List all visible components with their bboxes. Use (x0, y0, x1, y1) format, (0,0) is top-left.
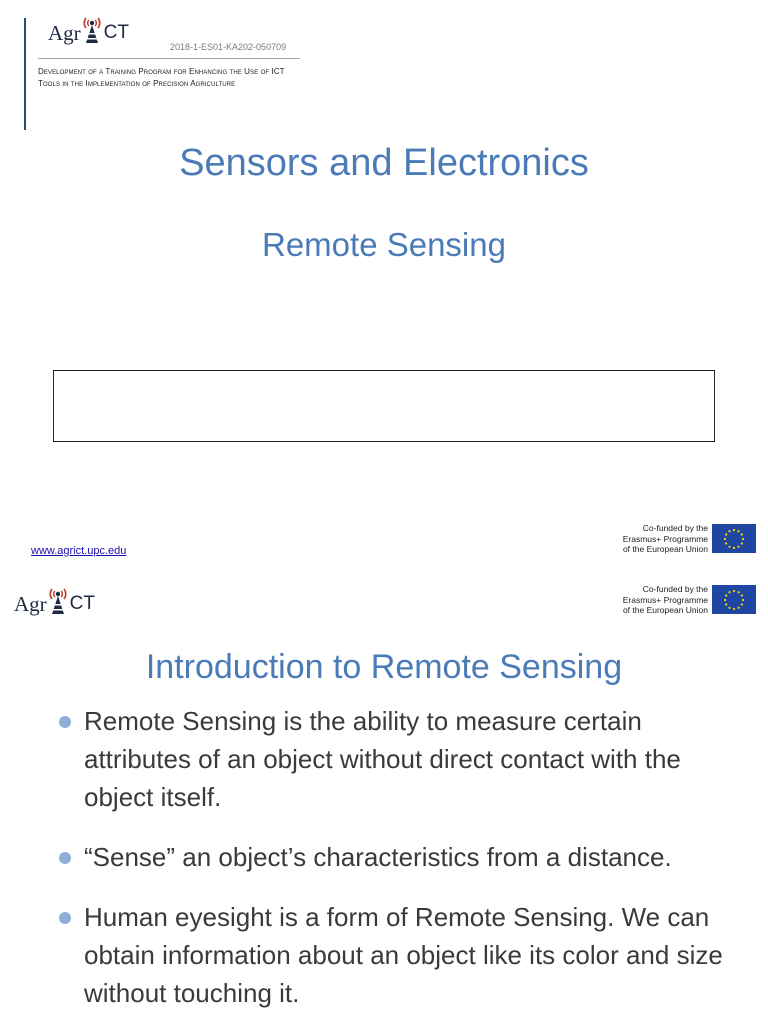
eu-cofunded-badge: Co-funded by the Erasmus+ Programme of t… (623, 584, 756, 616)
eu-flag-icon (712, 585, 756, 615)
project-code: 2018-1-ES01-KA202-050709 (170, 42, 287, 52)
bullet-dot-icon (59, 852, 71, 864)
logo-text-right: CT (103, 22, 129, 43)
logo-text-left: Agr (48, 21, 81, 45)
logo-text-left: Agr (14, 592, 47, 616)
header-divider (38, 58, 300, 59)
agrict-logo: Agr CT (48, 14, 129, 44)
list-item: “Sense” an object’s characteristics from… (58, 838, 738, 876)
header-accent-bar (24, 18, 26, 130)
antenna-tower-icon (49, 588, 67, 614)
empty-text-box (53, 370, 715, 442)
project-description: Development of a Training Program for En… (38, 67, 285, 88)
agrict-logo: Agr CT (14, 585, 95, 615)
eu-badge-text: Co-funded by the Erasmus+ Programme of t… (622, 584, 708, 615)
bullet-dot-icon (59, 716, 71, 728)
bullet-list: Remote Sensing is the ability to measure… (58, 702, 738, 1034)
logo-text-right: CT (69, 593, 95, 614)
eu-cofunded-badge: Co-funded by the Erasmus+ Programme of t… (623, 523, 756, 555)
slide-subtitle: Remote Sensing (262, 226, 506, 263)
slide-title: Sensors and Electronics (179, 142, 589, 184)
antenna-tower-icon (83, 17, 101, 43)
eu-flag-icon (712, 524, 756, 554)
list-item: Remote Sensing is the ability to measure… (58, 702, 738, 816)
list-item: Human eyesight is a form of Remote Sensi… (58, 898, 738, 1012)
bullet-dot-icon (59, 912, 71, 924)
eu-badge-text: Co-funded by the Erasmus+ Programme of t… (622, 523, 708, 554)
slide-title: Introduction to Remote Sensing (145, 648, 623, 686)
website-link[interactable]: www.agrict.upc.edu (31, 545, 127, 557)
